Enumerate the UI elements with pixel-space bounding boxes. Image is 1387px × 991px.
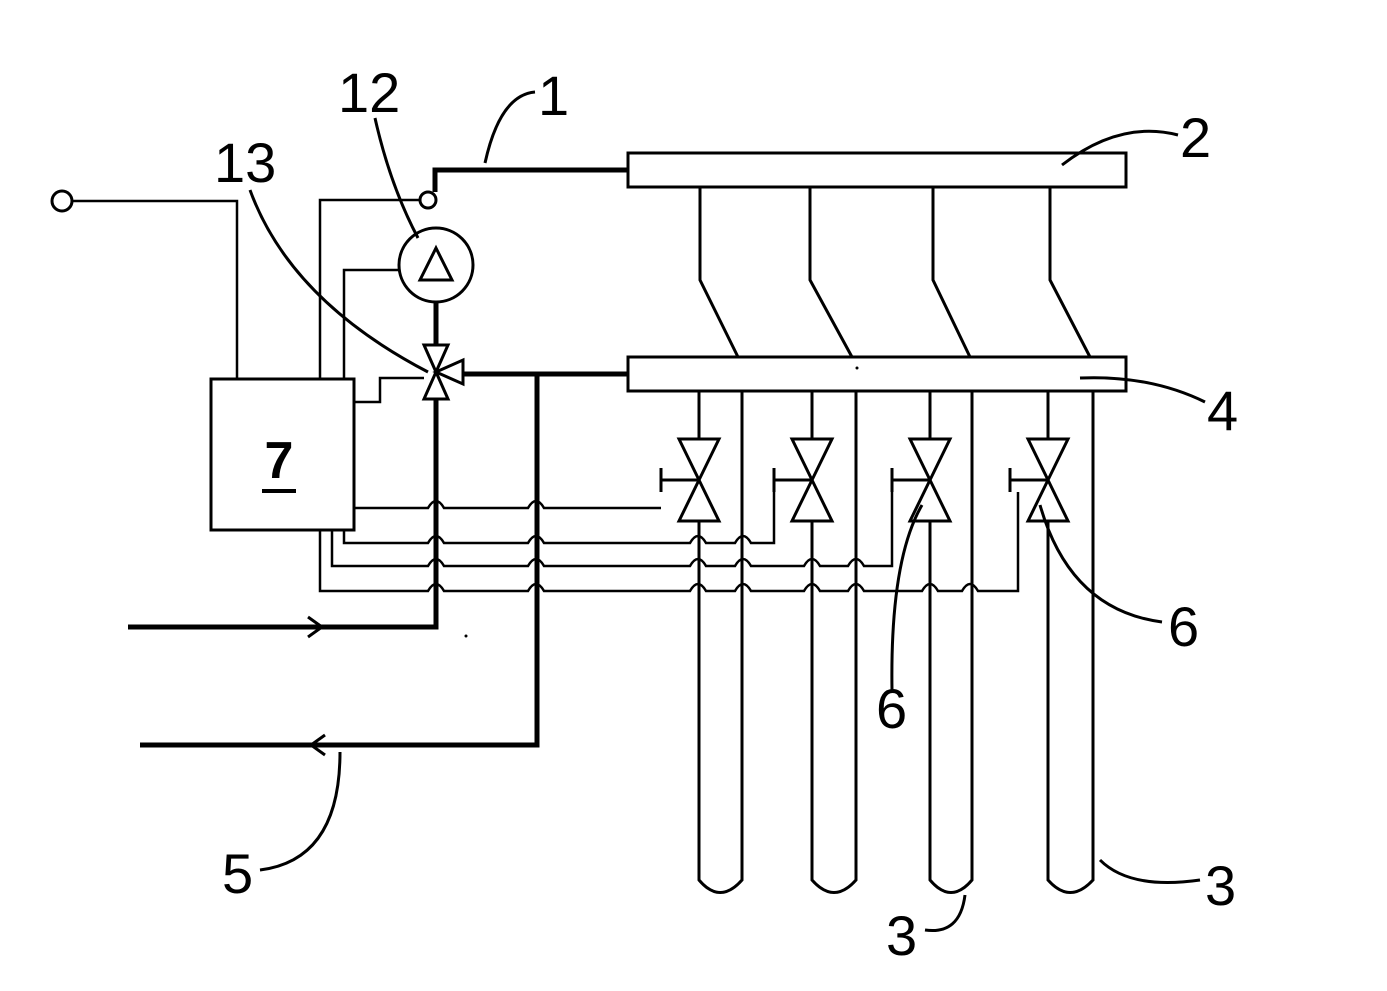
supply-line	[435, 170, 628, 192]
supply-manifold	[628, 153, 1126, 187]
valve-control-wires	[320, 492, 1018, 591]
controller-label: 7	[265, 432, 294, 490]
leader-3b	[925, 895, 965, 931]
ground-probes	[699, 391, 1093, 893]
external-sensor-node	[52, 191, 72, 211]
leader-12	[375, 118, 418, 238]
scan-speck	[856, 367, 859, 370]
zone-valve-1	[661, 439, 719, 521]
sensor-wire	[320, 200, 420, 379]
mixing-valve	[424, 345, 463, 399]
sensor-node	[420, 192, 436, 208]
leader-5	[260, 752, 340, 870]
manifold-connectors	[700, 187, 1090, 357]
ref-label-13: 13	[214, 131, 276, 194]
leader-3a	[1100, 860, 1200, 883]
ref-label-12: 12	[338, 61, 400, 124]
ref-label-2: 2	[1180, 106, 1211, 169]
return-manifold	[628, 357, 1126, 391]
ref-label-3a: 3	[1205, 854, 1236, 917]
ref-label-5: 5	[222, 842, 253, 905]
ref-label-3b: 3	[886, 904, 917, 967]
ref-label-1: 1	[538, 64, 569, 127]
leader-6a	[1040, 505, 1162, 622]
scan-speck	[465, 635, 468, 638]
mixing-valve-wire	[354, 378, 424, 402]
ref-label-4: 4	[1207, 379, 1238, 442]
leader-6b	[892, 505, 922, 690]
zone-valve-2	[774, 439, 832, 521]
leader-1	[485, 92, 535, 163]
ref-label-6a: 6	[1168, 595, 1199, 658]
external-sensor-wire	[72, 201, 237, 379]
